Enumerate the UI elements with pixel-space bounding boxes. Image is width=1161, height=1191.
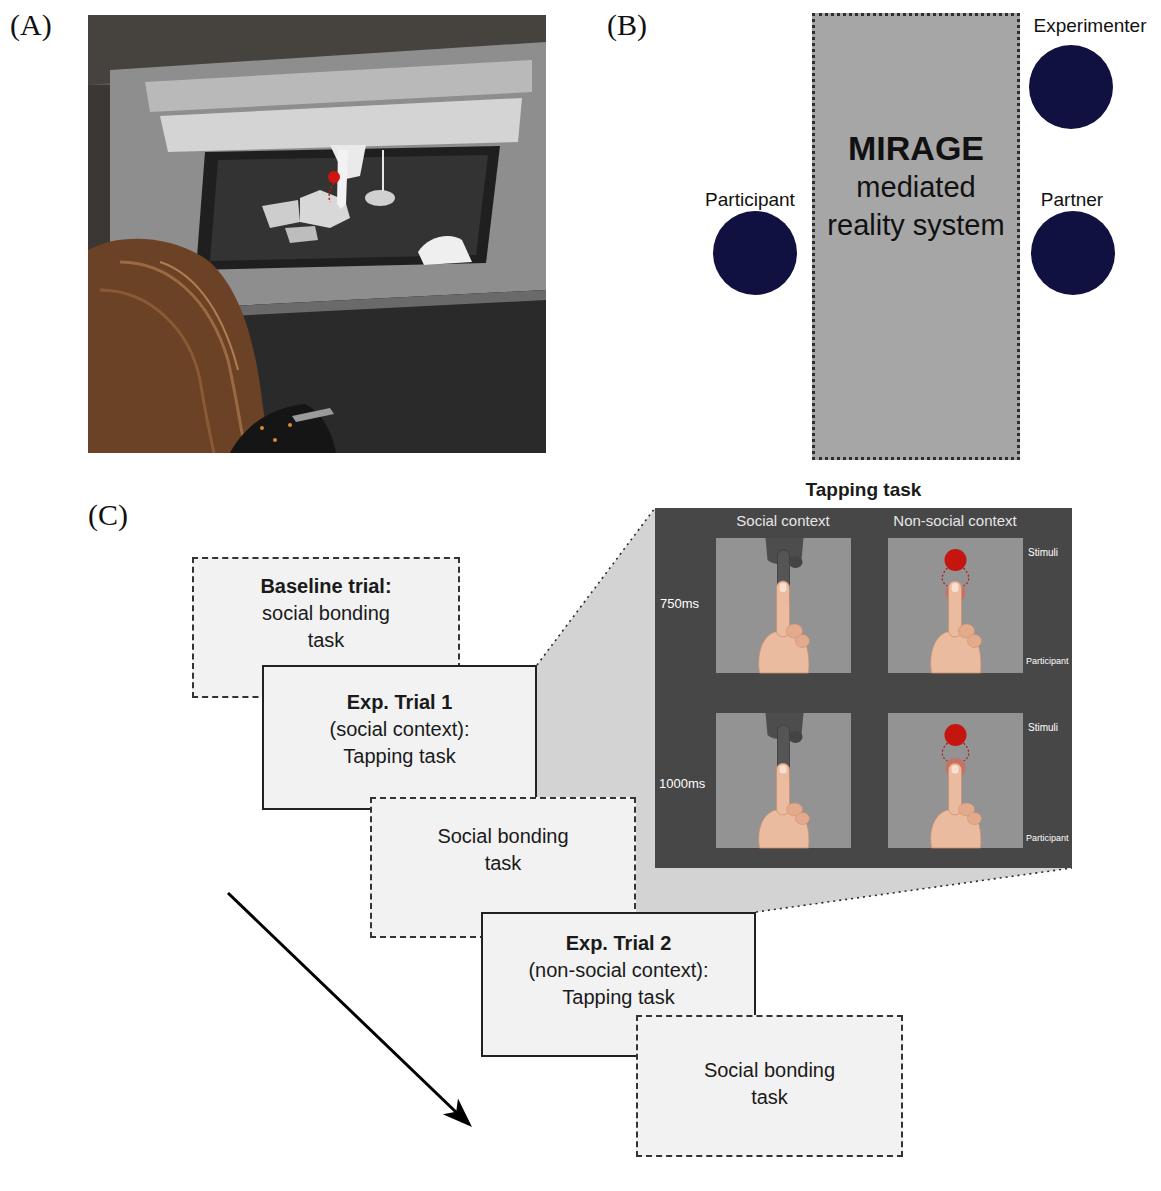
person-label: Partner: [1041, 188, 1103, 212]
column-heading: Non-social context: [893, 511, 1016, 530]
box-text: Social bonding task: [423, 823, 583, 877]
panel-letter: (C): [88, 498, 128, 532]
drawn-path: [262, 200, 300, 228]
person-circle: Participant: [701, 188, 799, 297]
photo-illustration: [88, 15, 546, 453]
box-text: (non-social context): Tapping task: [511, 957, 726, 1011]
drawn-rect: [888, 713, 1023, 848]
box-text: social bonding task: [246, 600, 406, 654]
person-label: Participant: [705, 188, 795, 212]
box-text: Social bonding task: [690, 1057, 850, 1111]
box-heading: Exp. Trial 1: [347, 689, 453, 716]
panel-title: Tapping task: [655, 478, 1072, 502]
box-text: mediated reality system: [826, 168, 1006, 244]
arrow-head: [443, 1098, 472, 1127]
person-label: Experimenter: [1034, 14, 1147, 38]
side-label: Participant: [1026, 832, 1069, 845]
panel-letter: (A): [10, 8, 52, 42]
column-heading: Social context: [736, 511, 829, 530]
person-circle: Partner: [1027, 188, 1117, 297]
box-heading: Baseline trial:: [260, 573, 391, 600]
task-box: Social bonding task: [636, 1015, 903, 1157]
drawn-path: [120, 262, 246, 453]
drawn-path: [230, 404, 336, 453]
system-box: MIRAGEmediated reality system: [812, 13, 1020, 460]
drawn-ellipse: [365, 190, 395, 206]
side-label: Stimuli: [1028, 546, 1058, 560]
drawn-path: [160, 262, 238, 370]
drawn-path: [100, 290, 214, 453]
drawn-use: [931, 581, 982, 673]
person-circle-fill: [713, 211, 797, 295]
person-circle-fill: [1031, 211, 1115, 295]
person-circle: Experimenter: [1027, 14, 1153, 131]
drawn-path: [329, 183, 334, 202]
drawn-path: [418, 236, 472, 265]
drawn-line: [382, 150, 384, 191]
drawn-circle: [260, 426, 264, 430]
drawn-use: [759, 581, 810, 673]
drawn-use: [931, 763, 982, 848]
drawn-rect: [88, 15, 546, 453]
box-heading: MIRAGE: [848, 128, 984, 168]
person-circle-fill: [1029, 45, 1113, 129]
drawn-rect: [716, 538, 851, 673]
drawn-path: [292, 408, 334, 422]
drawn-rect: [888, 538, 1023, 673]
drawn-rect: [716, 713, 851, 848]
tapping-stimuli-illustration: [655, 508, 1072, 868]
drawn-use: [759, 763, 810, 848]
zoom-connector: [756, 868, 1072, 912]
trial-box: Exp. Trial 1(social context): Tapping ta…: [262, 665, 537, 810]
row-label: 1000ms: [659, 775, 705, 792]
side-label: Stimuli: [1028, 721, 1058, 735]
panel-letter: (B): [607, 8, 647, 42]
row-label: 750ms: [660, 595, 699, 612]
side-label: Participant: [1026, 655, 1069, 668]
zoom-connector: [537, 508, 655, 665]
drawn-path: [88, 239, 275, 453]
drawn-path: [285, 226, 318, 243]
box-heading: Exp. Trial 2: [566, 930, 672, 957]
tapping-panel: Tapping task: [655, 508, 1072, 868]
drawn-circle: [273, 438, 277, 442]
drawn-circle: [328, 171, 340, 183]
drawn-polygon: [196, 146, 500, 270]
box-text: (social context): Tapping task: [312, 716, 487, 770]
drawn-polygon: [160, 98, 522, 152]
drawn-circle: [288, 423, 292, 427]
